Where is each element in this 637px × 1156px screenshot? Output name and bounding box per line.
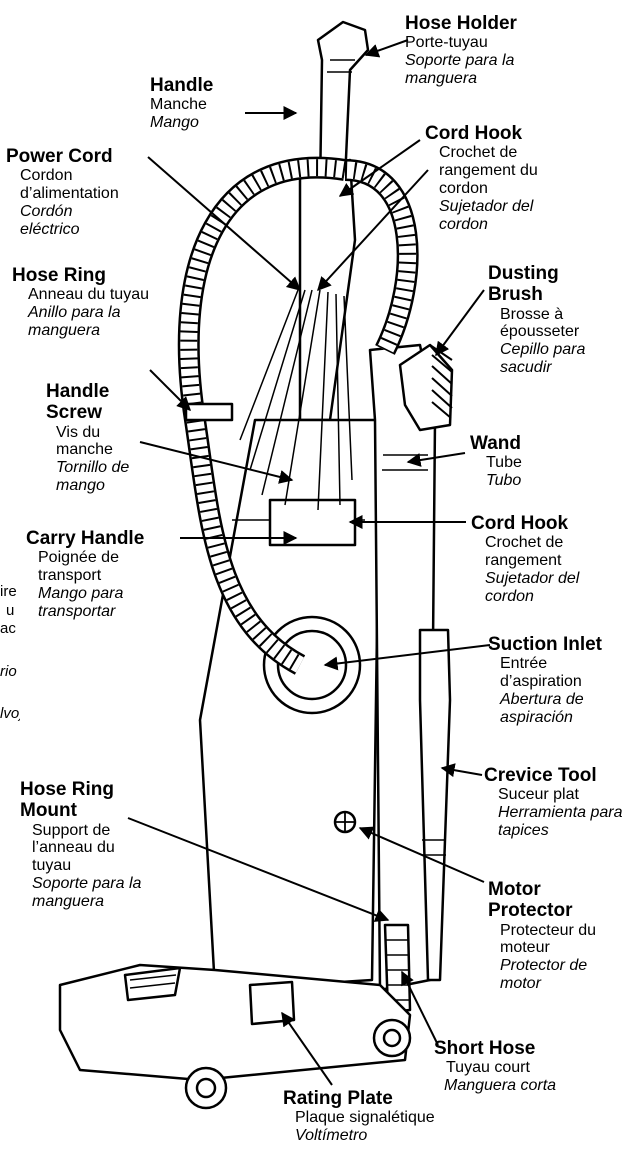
label-power-cord-es: Cordón eléctrico xyxy=(20,203,80,238)
clipped-fragment: rio xyxy=(0,663,17,680)
label-handle-title: Handle xyxy=(150,75,214,96)
label-cord-hook-top-fr: Crochet de rangement du cordon xyxy=(439,144,538,198)
label-suction-inlet-es: Abertura de aspiración xyxy=(500,691,584,726)
label-motor-protector-fr: Protecteur du moteur xyxy=(500,921,597,957)
label-hose-ring-fr: Anneau du tuyau xyxy=(28,286,149,304)
label-short-hose: Short Hose Tuyau court Manguera corta xyxy=(434,1038,556,1095)
label-carry-handle-title: Carry Handle xyxy=(26,528,145,549)
label-carry-handle-es: Mango para transportar xyxy=(38,585,124,620)
label-wand-fr: Tube xyxy=(486,454,522,472)
label-hose-ring-es: Anillo para la manguera xyxy=(28,304,121,340)
label-wand-es: Tubo xyxy=(486,472,522,490)
label-hose-holder: Hose Holder Porte-tuyau Soporte para la … xyxy=(405,13,535,88)
label-dusting-brush: Dusting Brush Brosse à épousseter Cepill… xyxy=(488,263,620,377)
label-short-hose-title: Short Hose xyxy=(434,1038,536,1059)
label-wand: Wand Tube Tubo xyxy=(470,433,522,490)
label-handle-screw-title: Handle Screw xyxy=(46,381,110,424)
clipped-fragment: ire xyxy=(0,583,17,600)
label-motor-protector-es: Protector de motor xyxy=(500,957,588,993)
label-hose-holder-title: Hose Holder xyxy=(405,13,517,34)
label-power-cord-fr: Cordon d’alimentation xyxy=(20,167,119,203)
clipped-left-text: ire u ac rio lvo) xyxy=(0,555,20,775)
label-hose-ring-title: Hose Ring xyxy=(12,265,106,286)
label-dusting-brush-fr: Brosse à épousseter xyxy=(500,305,580,341)
label-carry-handle-fr: Poignée de transport xyxy=(38,549,119,585)
label-wand-title: Wand xyxy=(470,433,522,454)
label-suction-inlet-fr: Entrée d’aspiration xyxy=(500,655,582,691)
label-rating-plate: Rating Plate Plaque signalétique Voltíme… xyxy=(283,1088,435,1145)
label-dusting-brush-es: Cepillo para sacudir xyxy=(500,341,586,377)
clipped-fragment: ac xyxy=(0,620,16,637)
label-carry-handle: Carry Handle Poignée de transport Mango … xyxy=(26,528,148,621)
label-hose-holder-es: Soporte para la manguera xyxy=(405,52,515,88)
label-handle-es: Mango xyxy=(150,114,199,132)
label-suction-inlet-title: Suction Inlet xyxy=(488,634,602,655)
label-crevice-tool-title: Crevice Tool xyxy=(484,765,597,786)
label-crevice-tool: Crevice Tool Suceur plat Herramienta par… xyxy=(484,765,628,840)
label-cord-hook-top-title: Cord Hook xyxy=(425,123,523,144)
label-rating-plate-es: Voltímetro xyxy=(295,1127,368,1145)
label-cord-hook-mid-title: Cord Hook xyxy=(471,513,569,534)
clipped-fragment: u xyxy=(6,602,15,619)
label-power-cord-title: Power Cord xyxy=(6,146,113,167)
label-hose-holder-fr: Porte-tuyau xyxy=(405,34,488,52)
label-crevice-tool-es: Herramienta para tapices xyxy=(498,804,623,840)
label-hose-ring: Hose Ring Anneau du tuyau Anillo para la… xyxy=(12,265,168,340)
label-short-hose-fr: Tuyau court xyxy=(446,1059,530,1077)
label-suction-inlet: Suction Inlet Entrée d’aspiration Abertu… xyxy=(488,634,620,727)
label-motor-protector: Motor Protector Protecteur du moteur Pro… xyxy=(488,879,600,993)
label-handle-screw-es: Tornillo de mango xyxy=(56,459,130,495)
leader-lines xyxy=(127,39,491,1086)
clipped-fragment: lvo) xyxy=(0,705,20,722)
label-rating-plate-title: Rating Plate xyxy=(283,1088,393,1109)
label-rating-plate-fr: Plaque signalétique xyxy=(295,1109,435,1127)
label-hose-ring-mount-fr: Support de l’anneau du tuyau xyxy=(32,821,115,875)
label-cord-hook-top: Cord Hook Crochet de rangement du cordon… xyxy=(425,123,549,234)
label-cord-hook-mid-fr: Crochet de rangement xyxy=(485,534,564,570)
label-hose-ring-mount-title: Hose Ring Mount xyxy=(20,779,114,822)
label-power-cord: Power Cord Cordon d’alimentation Cordón … xyxy=(6,146,160,239)
label-dusting-brush-title: Dusting Brush xyxy=(488,263,559,306)
label-cord-hook-mid: Cord Hook Crochet de rangement Sujetador… xyxy=(471,513,595,606)
label-handle-screw-fr: Vis du manche xyxy=(56,423,113,459)
label-cord-hook-top-es: Sujetador del cordon xyxy=(439,197,534,233)
label-cord-hook-mid-es: Sujetador del cordon xyxy=(485,570,580,605)
label-handle-screw: Handle Screw Vis du manche Tornillo de m… xyxy=(46,381,156,495)
label-crevice-tool-fr: Suceur plat xyxy=(498,786,579,804)
label-handle-fr: Manche xyxy=(150,96,207,114)
label-hose-ring-mount-es: Soporte para la manguera xyxy=(32,875,142,911)
label-motor-protector-title: Motor Protector xyxy=(488,879,573,922)
label-hose-ring-mount: Hose Ring Mount Support de l’anneau du t… xyxy=(20,779,157,911)
label-handle: Handle Manche Mango xyxy=(150,75,213,132)
label-short-hose-es: Manguera corta xyxy=(444,1077,557,1095)
